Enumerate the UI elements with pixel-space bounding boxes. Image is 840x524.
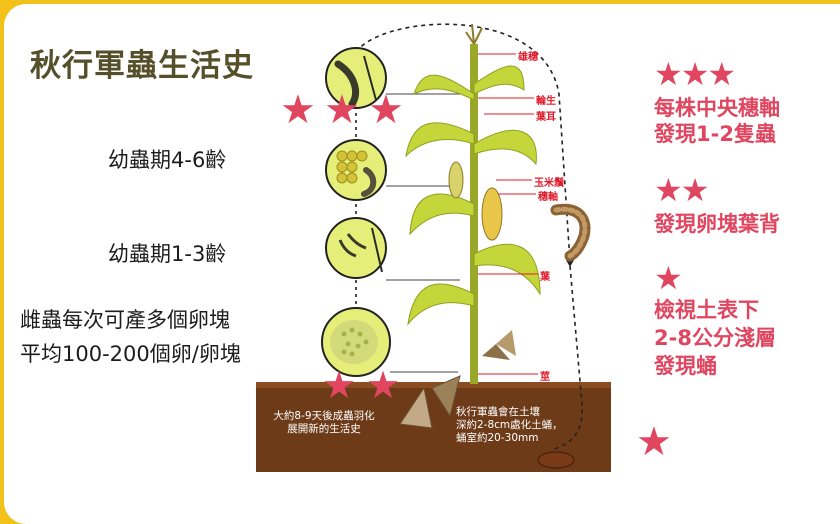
level2-line1: 發現卵塊葉背 <box>654 212 780 236</box>
level3-line2: 發現1-2隻蟲 <box>654 122 776 146</box>
level1-line1: 檢視土表下 <box>654 298 759 322</box>
corn-plant <box>405 23 541 384</box>
stage-larva-4-6: 幼蟲期4-6齡 <box>108 148 227 172</box>
infographic-card: 秋行軍蟲生活史 幼蟲期4-6齡 幼蟲期1-3齡 雌蟲每次可產多個卵塊 平均100… <box>4 4 840 524</box>
stage-larva-1-3: 幼蟲期1-3齡 <box>108 242 227 266</box>
level3-line1: 每株中央穗軸 <box>654 96 780 120</box>
label-leaf: 葉 <box>540 272 550 283</box>
level3-stars: ★★★ <box>654 55 736 93</box>
level1-line3: 發現蛹 <box>654 354 717 378</box>
page-title: 秋行軍蟲生活史 <box>30 48 254 84</box>
label-ear: 穗軸 <box>538 192 558 203</box>
star-icon: ★ <box>368 87 404 133</box>
moth-adult <box>399 375 461 429</box>
star-icon: ★ <box>322 363 357 407</box>
circle-eggs <box>321 307 391 377</box>
level2-stars: ★★ <box>654 171 709 209</box>
label-ligule: 葉耳 <box>536 112 556 123</box>
stage-eggs-line1: 雌蟲每次可產多個卵塊 <box>20 308 230 332</box>
adult-note: 大約8-9天後成蟲羽化 展開新的生活史 <box>273 410 375 435</box>
star-icon: ★ <box>280 87 316 133</box>
life-cycle-illustration <box>256 23 611 472</box>
soil-surface <box>256 382 611 388</box>
star-icon: ★ <box>324 87 360 133</box>
label-silk: 玉米鬚 <box>534 178 564 189</box>
corn-ear <box>481 187 503 241</box>
pupa <box>537 451 575 469</box>
cycle-path-soil <box>551 265 583 451</box>
pupa-note: 秋行軍蟲會在土壤 深約2-8cm處化土蛹， 蛹室約20-30mm <box>456 406 563 444</box>
star-icon: ★ <box>636 419 672 465</box>
circle-larva-mid <box>325 139 387 201</box>
label-whorl: 輪生 <box>536 96 556 107</box>
circle-larva-early <box>325 217 387 279</box>
moth-flying <box>482 330 516 360</box>
stage-eggs-line2: 平均100-200個卵/卵塊 <box>20 342 241 366</box>
level1-stars: ★ <box>654 259 683 297</box>
arrow-down <box>566 260 574 267</box>
circle-larva-late <box>325 47 387 109</box>
star-icon: ★ <box>366 363 401 407</box>
cycle-path-top <box>355 23 571 263</box>
caterpillar-right <box>550 203 591 262</box>
level1-line2: 2-8公分淺層 <box>654 326 776 350</box>
label-stalk: 莖 <box>540 372 550 383</box>
label-tassel: 雄穗 <box>518 52 538 63</box>
